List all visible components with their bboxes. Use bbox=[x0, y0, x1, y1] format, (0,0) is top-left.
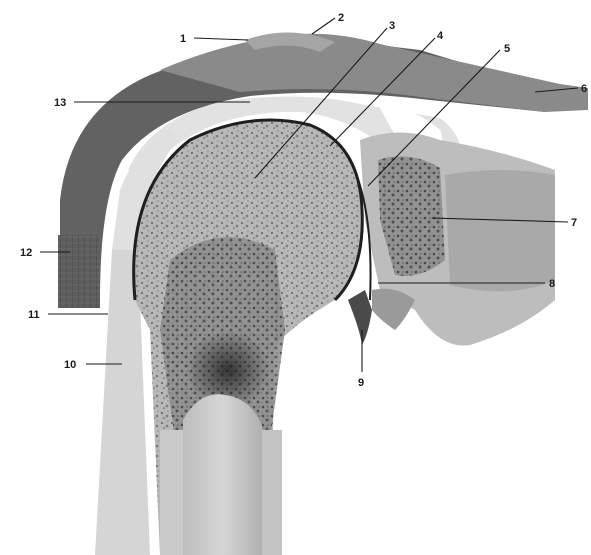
label-2: 2 bbox=[338, 12, 344, 24]
label-5: 5 bbox=[504, 43, 510, 55]
label-8: 8 bbox=[549, 278, 555, 290]
label-9: 9 bbox=[358, 377, 364, 389]
deltoid-lower-block bbox=[58, 235, 100, 308]
label-10: 10 bbox=[64, 359, 76, 371]
humeral-shaft bbox=[183, 394, 262, 555]
inferior-recess bbox=[348, 290, 372, 345]
label-13: 13 bbox=[54, 97, 66, 109]
label-11: 11 bbox=[28, 309, 40, 321]
cortex-right bbox=[262, 430, 282, 555]
label-1: 1 bbox=[180, 33, 186, 45]
label-3: 3 bbox=[389, 20, 395, 32]
label-12: 12 bbox=[20, 247, 32, 259]
label-7: 7 bbox=[571, 217, 577, 229]
cortex-left bbox=[160, 430, 183, 555]
scapula-neck bbox=[445, 170, 555, 291]
label-6: 6 bbox=[581, 83, 587, 95]
label-4: 4 bbox=[437, 30, 444, 42]
